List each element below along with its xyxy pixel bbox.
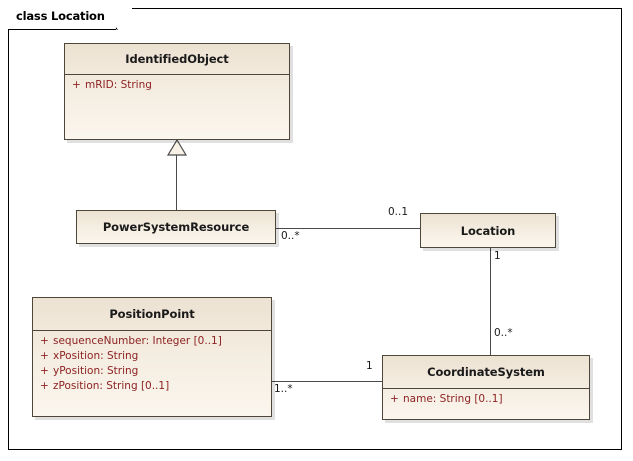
class-name-identifiedobject: IdentifiedObject xyxy=(125,52,229,66)
association-line-psr-location xyxy=(276,228,420,229)
class-box-location[interactable]: Location xyxy=(420,213,556,248)
attribute-visibility: + xyxy=(40,380,49,392)
attribute-text: xPosition: String xyxy=(53,350,139,362)
attribute-text: sequenceNumber: Integer [0..1] xyxy=(53,335,222,347)
attribute-visibility: + xyxy=(40,365,49,377)
class-name-coordinatesystem: CoordinateSystem xyxy=(427,365,545,379)
attribute-row: + sequenceNumber: Integer [0..1] xyxy=(33,334,271,349)
diagram-frame xyxy=(8,8,622,450)
class-name-powersystemresource: PowerSystemResource xyxy=(102,220,250,234)
class-box-positionpoint[interactable]: PositionPoint + sequenceNumber: Integer … xyxy=(32,297,272,417)
class-name-location: Location xyxy=(460,223,516,238)
multiplicity-psr-side: 0..* xyxy=(281,230,300,242)
class-attributes-coordinatesystem: + name: String [0..1] xyxy=(383,388,589,424)
multiplicity-positionpoint-side: 1..* xyxy=(274,383,293,395)
diagram-title-label: class Location xyxy=(16,9,105,23)
attribute-text: mRID: String xyxy=(85,79,152,91)
attribute-row: + xPosition: String xyxy=(33,349,271,364)
diagram-title-tab-notch xyxy=(116,8,132,30)
attribute-visibility: + xyxy=(72,79,81,91)
multiplicity-location-side: 0..1 xyxy=(388,206,409,218)
attribute-row: + name: String [0..1] xyxy=(383,392,589,407)
attribute-row: + mRID: String xyxy=(65,78,289,93)
multiplicity-coordinatesystem-up: 0..* xyxy=(494,327,513,339)
class-attributes-identifiedobject: + mRID: String xyxy=(65,74,289,144)
generalization-arrowhead-icon xyxy=(166,139,188,156)
association-line-location-coordinatesystem xyxy=(490,248,491,355)
association-line-positionpoint-coordinatesystem xyxy=(272,381,382,382)
attribute-text: name: String [0..1] xyxy=(403,393,503,405)
class-attributes-positionpoint: + sequenceNumber: Integer [0..1] + xPosi… xyxy=(33,330,271,421)
generalization-line-psr-identifiedobject xyxy=(176,153,177,210)
attribute-row: + yPosition: String xyxy=(33,364,271,379)
class-name-positionpoint: PositionPoint xyxy=(109,307,195,321)
class-box-coordinatesystem[interactable]: CoordinateSystem + name: String [0..1] xyxy=(382,355,590,420)
attribute-visibility: + xyxy=(40,350,49,362)
attribute-text: zPosition: String [0..1] xyxy=(53,380,170,392)
multiplicity-coordinatesystem-left: 1 xyxy=(366,360,373,372)
attribute-visibility: + xyxy=(390,393,399,405)
attribute-text: yPosition: String xyxy=(53,365,139,377)
multiplicity-location-down: 1 xyxy=(494,250,501,262)
class-box-identifiedobject[interactable]: IdentifiedObject + mRID: String xyxy=(64,43,290,140)
attribute-visibility: + xyxy=(40,335,49,347)
class-box-powersystemresource[interactable]: PowerSystemResource xyxy=(76,210,276,244)
attribute-row: + zPosition: String [0..1] xyxy=(33,379,271,394)
